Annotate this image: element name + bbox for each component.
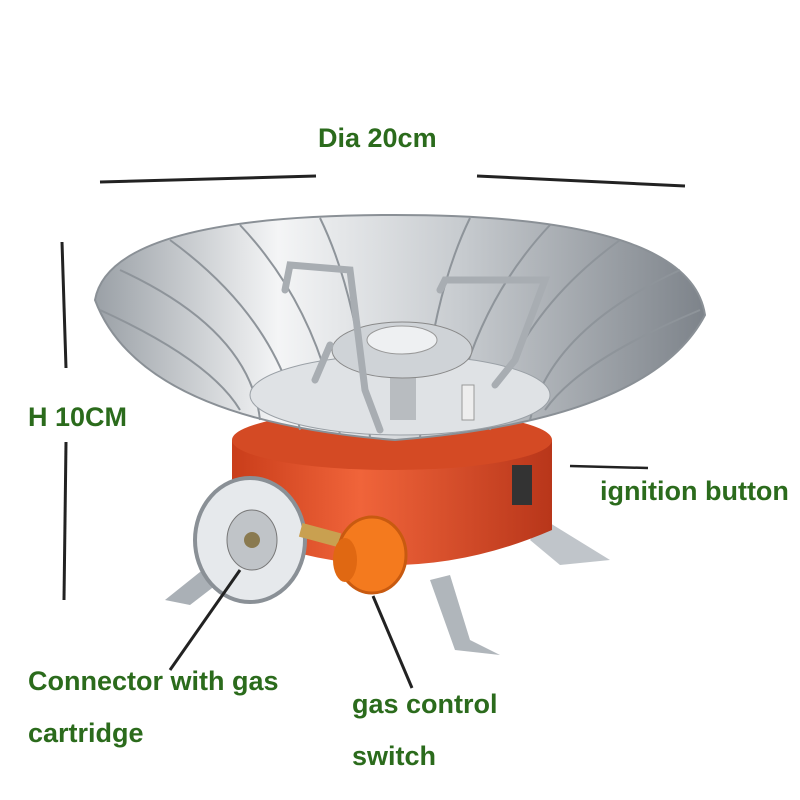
diameter-line-right [476,174,686,188]
ignition-pointer-line [569,464,649,470]
burner [331,321,473,420]
gas-control-knob [298,515,408,595]
height-line-top [60,241,68,369]
connector-label-line1: Connector with gas [28,666,279,696]
pot-supports [281,261,551,434]
gas-connector [193,476,307,604]
ignition-electrode-icon [461,384,475,421]
gas-pointer-line [371,595,414,689]
connector-pointer-line [168,569,242,671]
height-label: H 10CM [28,402,128,432]
connector-label-line2: cartridge [28,718,144,748]
diameter-label: Dia 20cm [318,123,437,153]
ignition-button-label: ignition button [600,476,789,506]
gas-control-label-line1: gas control [352,689,498,719]
diameter-line-left [99,174,317,184]
gas-control-label-line2: switch [352,741,437,771]
height-line-bottom [62,441,68,601]
